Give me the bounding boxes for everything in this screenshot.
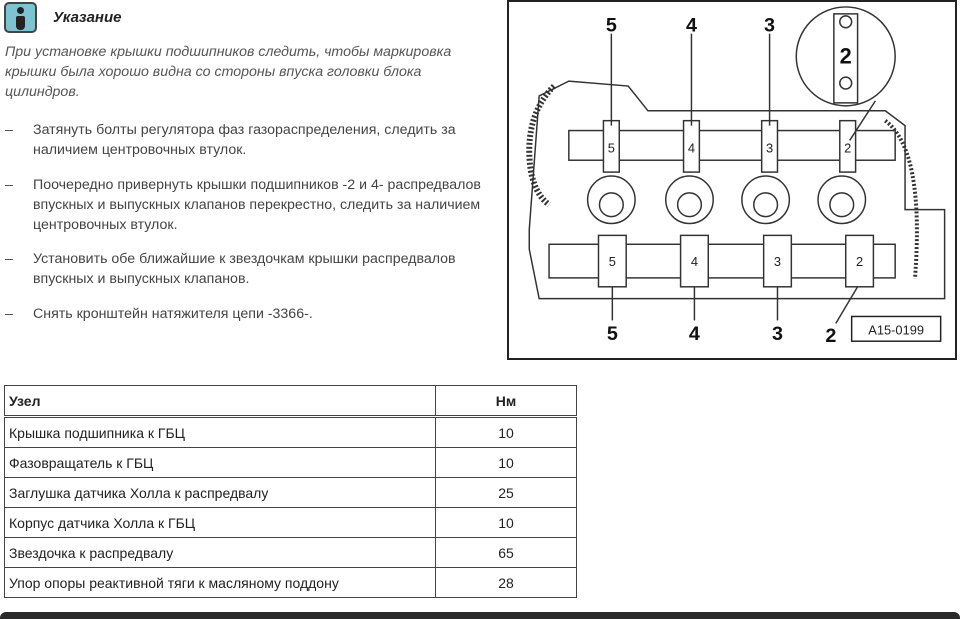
part-cell: Заглушка датчика Холла к распредвалу bbox=[4, 477, 436, 508]
step-text: Поочередно привернуть крышки подшипников… bbox=[33, 176, 481, 233]
step-text: Затянуть болты регулятора фаз газораспре… bbox=[33, 122, 456, 158]
step-text: Снять кронштейн натяжителя цепи -3366-. bbox=[33, 305, 313, 322]
list-item: – Поочередно привернуть крышки подшипнико… bbox=[5, 175, 500, 235]
column-header-part: Узел bbox=[4, 385, 436, 418]
step-text: Установить обе ближайшие к звездочкам кр… bbox=[33, 251, 456, 287]
label-bottom-4: 4 bbox=[689, 323, 700, 345]
note-header: Указание bbox=[4, 2, 121, 33]
label-bottom-2: 2 bbox=[825, 325, 836, 347]
cap-mark: 4 bbox=[688, 140, 695, 155]
cap-mark: 5 bbox=[608, 140, 615, 155]
torque-cell: 10 bbox=[435, 447, 577, 478]
dash-bullet: – bbox=[5, 176, 13, 193]
list-item: – Снять кронштейн натяжителя цепи -3366-. bbox=[5, 304, 500, 324]
column-header-torque: Нм bbox=[435, 385, 577, 418]
note-title: Указание bbox=[53, 9, 122, 26]
part-cell: Фазовращатель к ГБЦ bbox=[4, 447, 436, 478]
note-text: При установке крышки подшипников следить… bbox=[5, 44, 452, 100]
label-top-5: 5 bbox=[606, 15, 617, 37]
cap-mark: 4 bbox=[691, 254, 698, 269]
part-cell: Упор опоры реактивной тяги к масляному п… bbox=[4, 567, 436, 598]
part-cell: Крышка подшипника к ГБЦ bbox=[4, 416, 436, 448]
label-bottom-5: 5 bbox=[607, 323, 618, 345]
label-detail-2: 2 bbox=[840, 43, 852, 68]
instruction-list: – Затянуть болты регулятора фаз газораспр… bbox=[5, 120, 500, 338]
cap-mark: 5 bbox=[609, 254, 616, 269]
figure-id: A15-0199 bbox=[868, 322, 924, 337]
dash-bullet: – bbox=[5, 122, 13, 138]
dash-bullet: – bbox=[5, 305, 13, 322]
dash-bullet: – bbox=[5, 251, 13, 267]
cap-mark: 3 bbox=[774, 254, 781, 269]
table-header-row: Узел Нм bbox=[4, 385, 577, 418]
list-item: – Установить обе ближайшие к звездочкам к… bbox=[5, 249, 500, 289]
label-top-3: 3 bbox=[764, 15, 775, 37]
part-cell: Звездочка к распредвалу bbox=[4, 537, 436, 568]
label-top-4: 4 bbox=[686, 15, 697, 37]
camshaft-diagram: 5 4 3 2 5 4 3 2 5 4 3 2 5 4 3 2 A15-0199 bbox=[507, 0, 957, 360]
list-item: – Затянуть болты регулятора фаз газораспр… bbox=[5, 120, 500, 160]
table-row: Упор опоры реактивной тяги к масляному п… bbox=[4, 567, 577, 598]
torque-cell: 10 bbox=[435, 507, 577, 538]
cap-mark: 2 bbox=[844, 140, 851, 155]
torque-cell: 65 bbox=[435, 537, 577, 568]
part-cell: Корпус датчика Холла к ГБЦ bbox=[4, 507, 436, 538]
engine-illustration: 5 4 3 2 5 4 3 2 5 4 3 2 5 4 3 2 A15-0199 bbox=[526, 6, 946, 347]
torque-cell: 25 bbox=[435, 477, 577, 508]
torque-cell: 28 bbox=[435, 567, 577, 598]
cap-mark: 2 bbox=[856, 254, 863, 269]
label-bottom-3: 3 bbox=[772, 323, 783, 345]
bottom-edge-bar bbox=[0, 612, 960, 619]
torque-cell: 10 bbox=[435, 416, 577, 448]
info-icon bbox=[4, 2, 37, 33]
cap-mark: 3 bbox=[766, 140, 773, 155]
